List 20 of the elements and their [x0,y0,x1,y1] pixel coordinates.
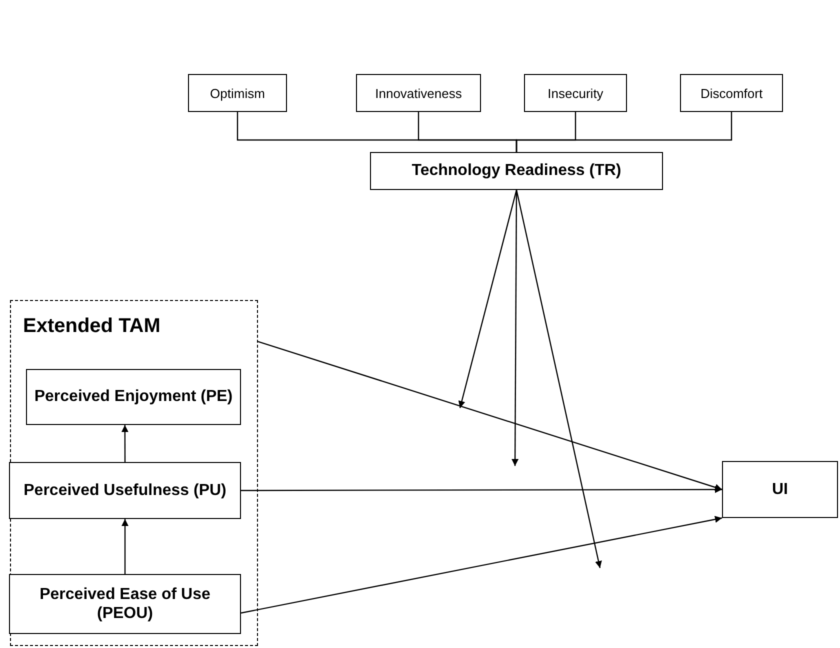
arrow [512,190,519,466]
arrow [241,486,722,494]
process-box: UI [722,461,838,518]
process-box: Discomfort [680,74,783,112]
arrow [121,425,128,462]
arrow [240,516,722,614]
arrow [258,340,722,491]
dashed-group-box [10,300,258,646]
arrow [516,190,602,568]
process-box: Innovativeness [356,74,481,112]
process-box: Perceived Enjoyment (PE) [26,369,241,425]
process-box: Perceived Usefulness (PU) [9,462,241,519]
arrow [458,190,518,408]
connector-line [516,112,732,152]
process-box: Technology Readiness (TR) [370,152,663,190]
process-box: Optimism [188,74,287,112]
process-box: Insecurity [524,74,627,112]
process-box: Perceived Ease of Use (PEOU) [9,574,241,634]
arrow [122,519,128,574]
group-title: Extended TAM [23,315,160,338]
